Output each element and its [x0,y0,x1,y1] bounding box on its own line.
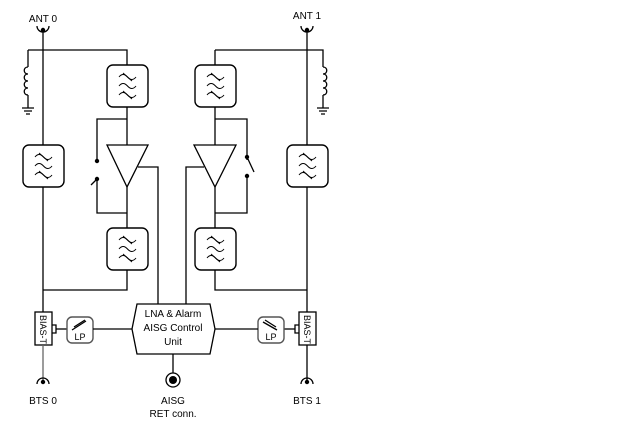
bypass-switch-icon [90,158,100,186]
chain-ant1: ANT 1 BIAS-T LP [185,11,329,407]
control-unit-line-1: LNA & Alarm [145,309,202,320]
bias-tee-label: BIAS-T [302,315,312,345]
lna-amplifier-icon [192,144,238,189]
bts-connector-icon [36,377,50,385]
ant0-label: ANT 0 [29,14,58,25]
aisg-label-line-2: RET conn. [149,409,196,420]
lna-amplifier-icon [105,144,150,189]
filter-icon [22,144,65,188]
bias-tee-label: BIAS-T [38,315,48,345]
control-unit-line-3: Unit [164,337,182,348]
inductor-icon [317,66,329,115]
lp-filter: LP [257,316,285,344]
bts-connector-icon [300,377,314,385]
aisg-label-line-1: AISG [161,396,185,407]
lp-label: LP [265,332,276,342]
filter-icon [194,227,237,271]
filter-icon [194,64,237,108]
chain-ant0: ANT 0 [22,14,159,407]
control-unit-line-2: AISG Control [144,323,203,334]
bts0-label: BTS 0 [29,396,57,407]
bts1-label: BTS 1 [293,396,321,407]
aisg-connector-icon [165,372,181,388]
ant1-label: ANT 1 [293,11,322,22]
lp-label: LP [74,332,85,342]
filter-icon [286,144,329,188]
filter-icon [106,64,149,108]
bypass-switch-icon [244,154,255,179]
inductor-icon [22,50,34,115]
filter-icon [106,227,149,271]
lp-filter: LP [66,316,94,344]
control-unit: LNA & Alarm AISG Control Unit [131,303,216,355]
